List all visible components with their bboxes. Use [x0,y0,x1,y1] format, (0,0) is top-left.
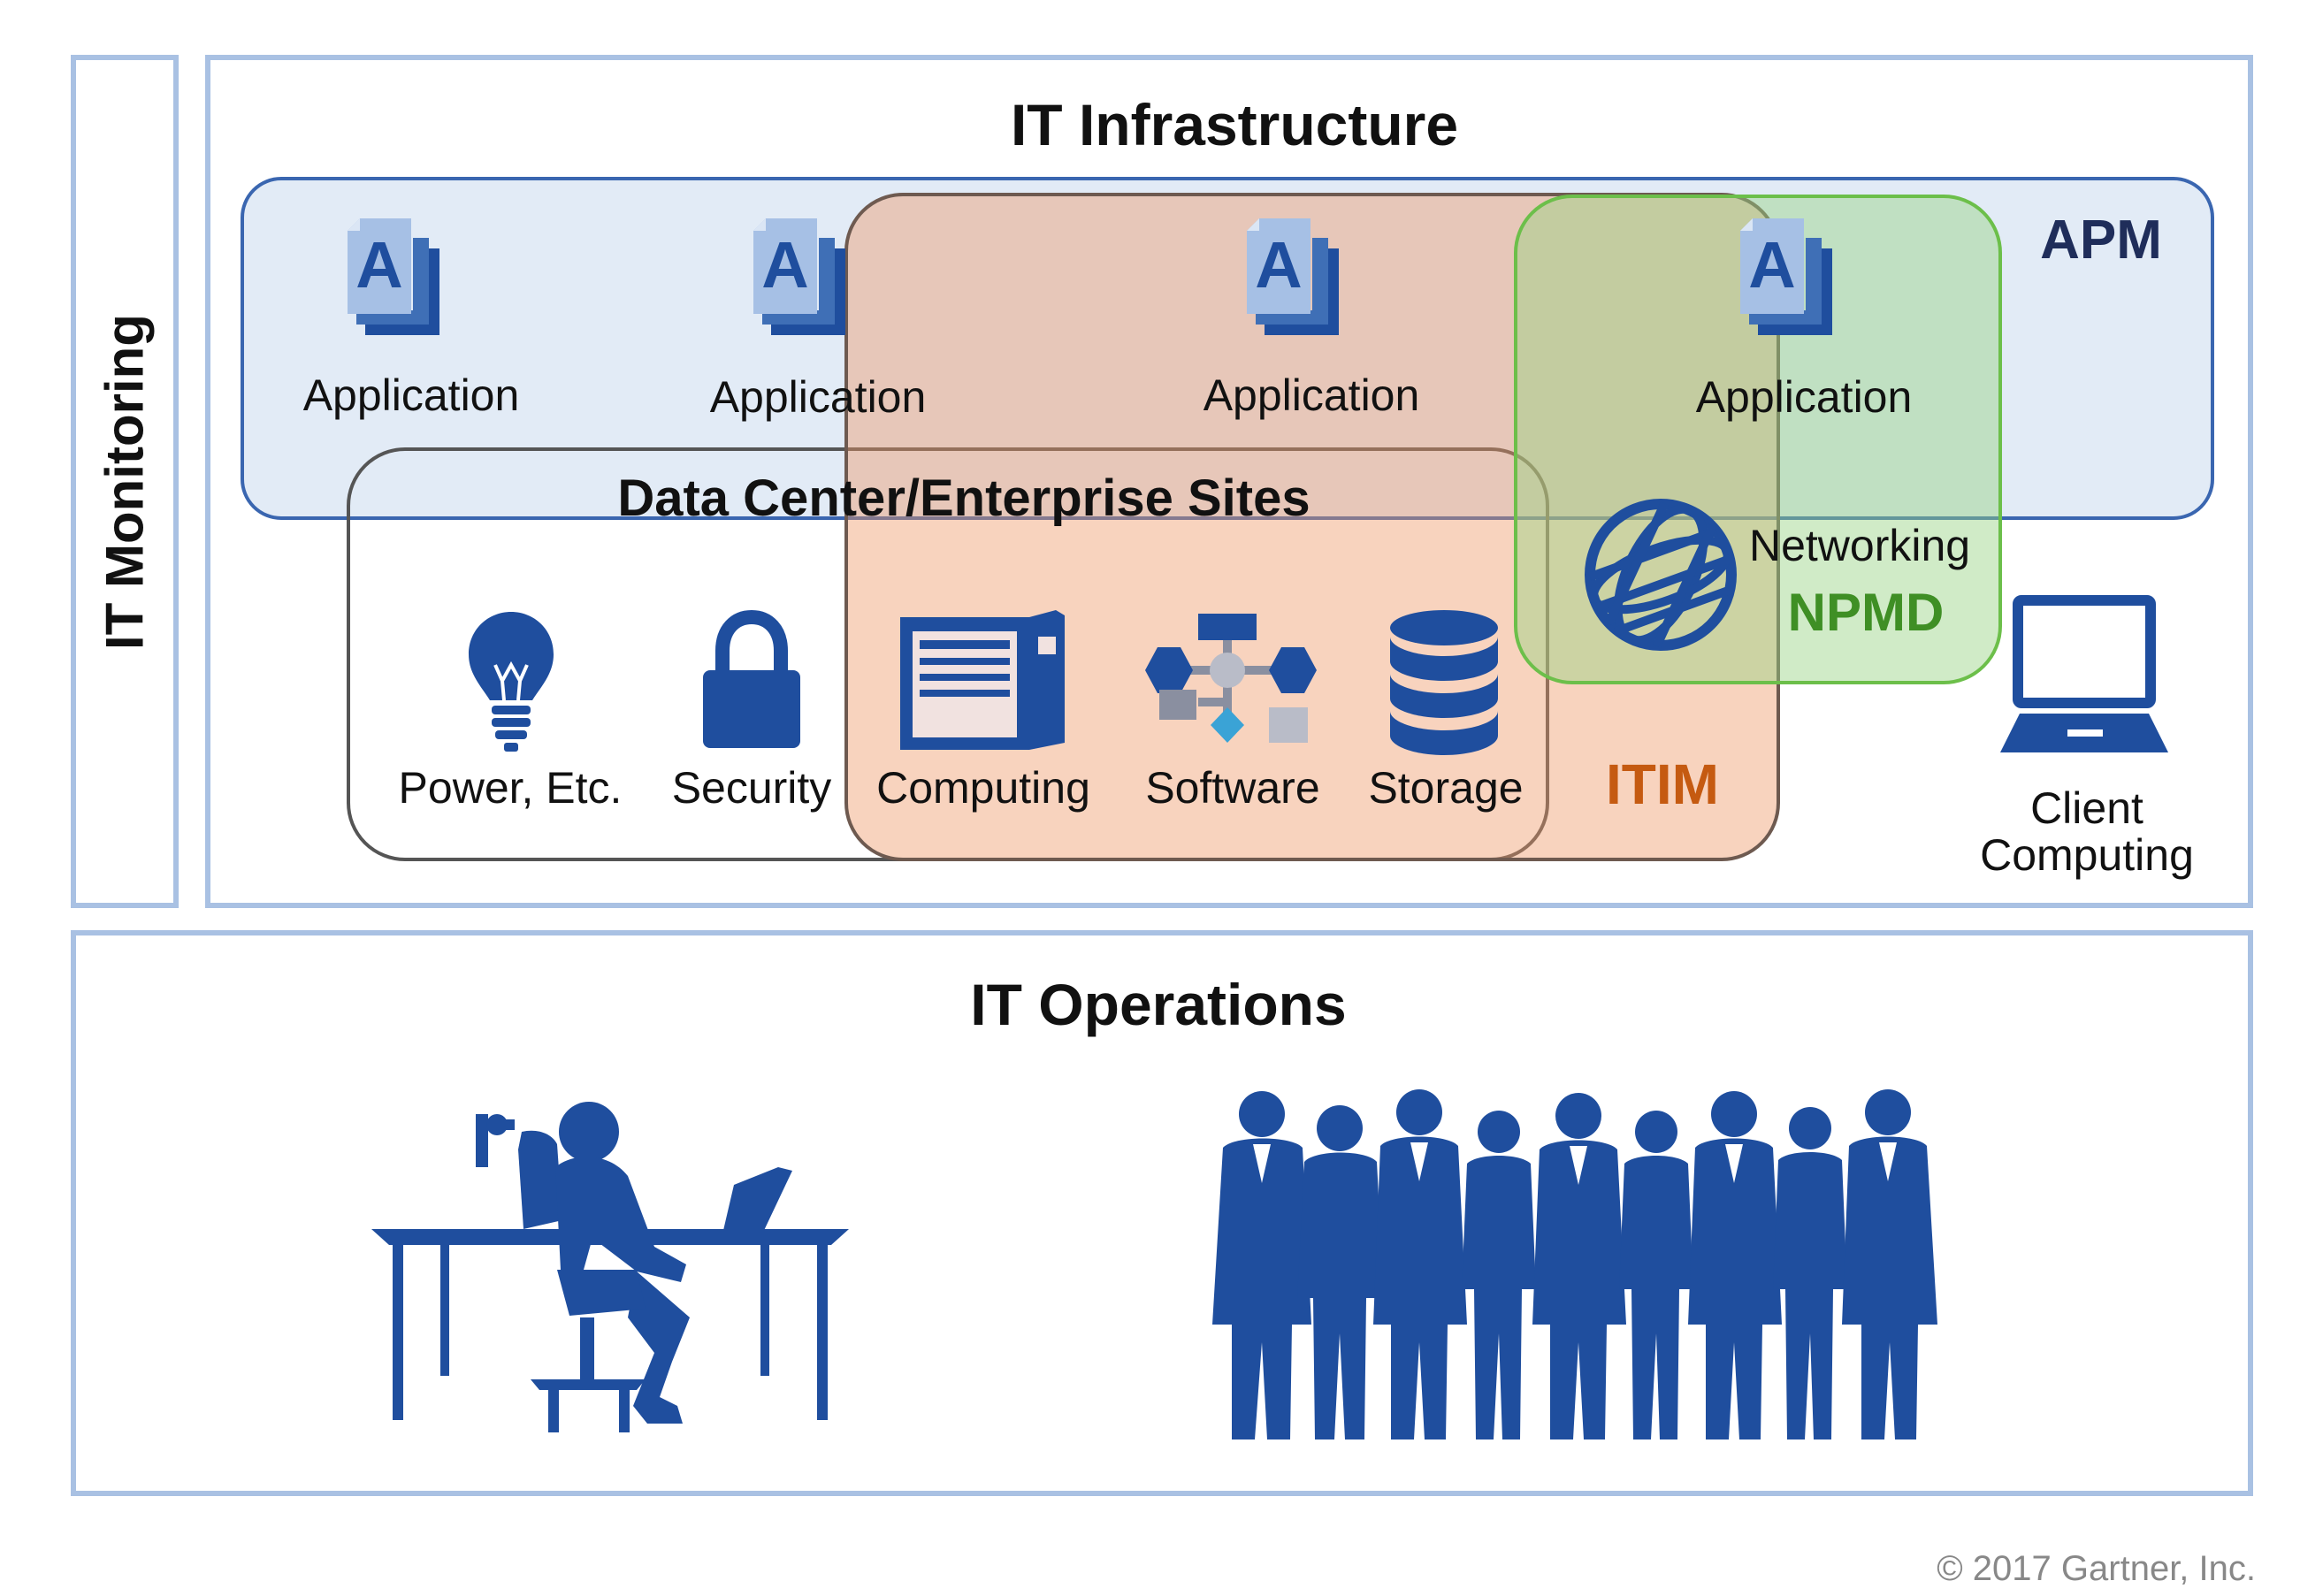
application-icon: A [753,218,895,342]
computing-label: Computing [876,763,1090,813]
it-operations-title: IT Operations [970,972,1347,1037]
database-icon [1390,610,1498,759]
application-icon: A [1247,218,1388,342]
server-icon [900,610,1068,752]
client-computing-line1: Client [2030,783,2143,833]
copyright-text: © 2017 Gartner, Inc. [1937,1549,2256,1588]
software-icon [1145,614,1322,746]
globe-icon [1581,499,1740,651]
svg-text:A: A [1748,228,1795,302]
application-label: Application [709,372,927,422]
itim-label: ITIM [1606,752,1719,816]
application-label: Application [302,370,520,420]
security-label: Security [671,763,832,813]
storage-label: Storage [1368,763,1524,813]
it-monitoring-label: IT Monitoring [95,314,155,650]
padlock-icon [703,609,800,748]
it-monitoring-frame [71,55,179,908]
application-icon: A [1740,218,1882,342]
software-label: Software [1145,763,1320,813]
lightbulb-icon [469,612,554,753]
power-label: Power, Etc. [398,763,623,813]
team-icon [1207,1086,1945,1448]
svg-text:A: A [1255,228,1302,302]
apm-region [241,177,2214,520]
data-center-title: Data Center/Enterprise Sites [617,470,1310,527]
laptop-icon [2000,595,2168,765]
it-infrastructure-title: IT Infrastructure [1010,92,1459,157]
apm-label: APM [2040,210,2162,271]
application-label: Application [1203,370,1420,420]
application-label: Application [1695,372,1913,422]
desk-worker-icon [371,1096,849,1432]
client-computing-line2: Computing [1980,830,2194,880]
svg-text:A: A [761,228,808,302]
application-icon: A [348,218,489,342]
npmd-label: NPMD [1787,583,1945,642]
networking-label: Networking [1749,521,1971,570]
svg-text:A: A [355,228,402,302]
